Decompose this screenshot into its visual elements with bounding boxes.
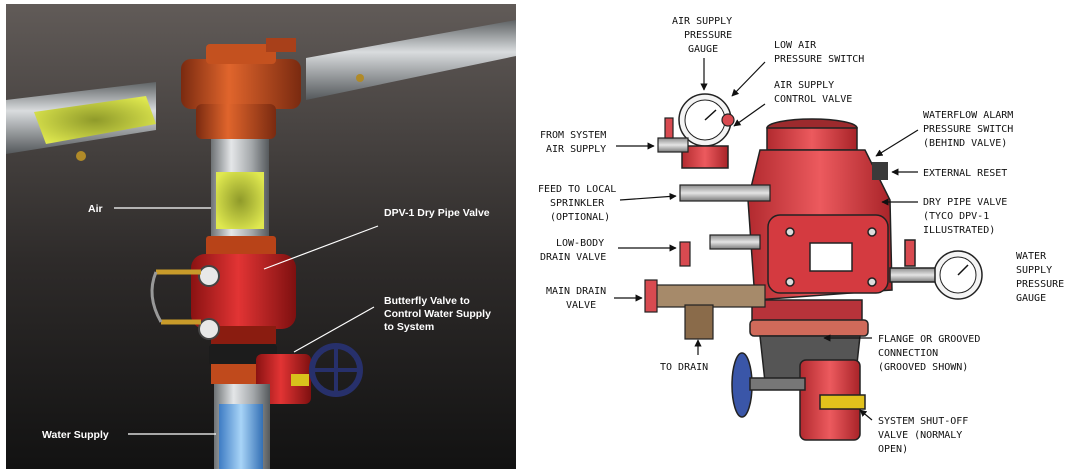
label-water-supply: Water Supply (42, 429, 216, 441)
label-waterflow-alarm: WATERFLOW ALARM PRESSURE SWITCH (BEHIND … (875, 110, 1013, 157)
svg-text:PRESSURE: PRESSURE (684, 30, 732, 41)
svg-text:FROM SYSTEM: FROM SYSTEM (540, 130, 606, 141)
label-dpv: DPV-1 Dry Pipe Valve (263, 207, 490, 270)
label-low-body-drain: LOW-BODY DRAIN VALVE (540, 238, 677, 263)
label-main-drain: MAIN DRAIN VALVE (546, 286, 643, 311)
svg-text:AIR SUPPLY: AIR SUPPLY (774, 80, 834, 91)
svg-text:PRESSURE SWITCH: PRESSURE SWITCH (923, 124, 1013, 135)
dry-pipe-riser-render: Air DPV-1 Dry Pipe Valve Butterfly Valve… (6, 4, 516, 469)
svg-text:Water Supply: Water Supply (42, 429, 109, 441)
label-air-supply-gauge: AIR SUPPLY PRESSURE GAUGE (672, 16, 732, 91)
label-low-air-switch: LOW AIR PRESSURE SWITCH (731, 40, 864, 97)
svg-text:(TYCO DPV-1: (TYCO DPV-1 (923, 211, 989, 222)
svg-text:(OPTIONAL): (OPTIONAL) (550, 212, 610, 223)
svg-text:FLANGE OR GROOVED: FLANGE OR GROOVED (878, 334, 980, 345)
svg-text:GAUGE: GAUGE (1016, 293, 1046, 304)
label-shut-off: SYSTEM SHUT-OFF VALVE (NORMALY OPEN) (859, 409, 968, 455)
svg-text:(BEHIND VALVE): (BEHIND VALVE) (923, 138, 1007, 149)
svg-text:SYSTEM SHUT-OFF: SYSTEM SHUT-OFF (878, 416, 968, 427)
water-cutaway (219, 404, 263, 469)
shut-off-handwheel (731, 352, 753, 418)
svg-text:Air: Air (88, 203, 103, 215)
svg-text:(GROOVED SHOWN): (GROOVED SHOWN) (878, 362, 968, 373)
svg-text:AIR SUPPLY: AIR SUPPLY (672, 16, 732, 27)
label-dry-pipe-valve: DRY PIPE VALVE (TYCO DPV-1 ILLUSTRATED) (881, 197, 1007, 236)
dry-pipe-valve-body (747, 118, 893, 383)
svg-text:GAUGE: GAUGE (688, 44, 718, 55)
label-from-system-air: FROM SYSTEM AIR SUPPLY (540, 130, 655, 155)
svg-text:WATER: WATER (1016, 251, 1047, 262)
svg-text:EXTERNAL RESET: EXTERNAL RESET (923, 168, 1007, 179)
svg-text:VALVE: VALVE (566, 300, 596, 311)
system-shut-off-valve (731, 352, 866, 441)
svg-text:VALVE (NORMALY: VALVE (NORMALY (878, 430, 962, 441)
label-water-supply-gauge: WATER SUPPLY PRESSURE GAUGE (1016, 251, 1064, 304)
svg-text:DPV-1 Dry Pipe Valve: DPV-1 Dry Pipe Valve (384, 207, 490, 219)
svg-text:CONNECTION: CONNECTION (878, 348, 938, 359)
svg-text:MAIN DRAIN: MAIN DRAIN (546, 286, 606, 297)
svg-text:LOW AIR: LOW AIR (774, 40, 817, 51)
horizontal-main-pipe (6, 20, 516, 161)
svg-text:Control Water Supply: Control Water Supply (384, 308, 491, 320)
svg-text:ILLUSTRATED): ILLUSTRATED) (923, 225, 995, 236)
dpv-1-valve (150, 236, 296, 344)
water-supply-pressure-gauge (889, 239, 983, 300)
svg-text:AIR SUPPLY: AIR SUPPLY (546, 144, 606, 155)
air-cutaway-horizontal (34, 96, 156, 144)
svg-text:DRY PIPE VALVE: DRY PIPE VALVE (923, 197, 1007, 208)
svg-text:SUPPLY: SUPPLY (1016, 265, 1052, 276)
svg-text:SPRINKLER: SPRINKLER (550, 198, 605, 209)
tee-fitting (181, 38, 301, 139)
svg-text:TO DRAIN: TO DRAIN (660, 362, 708, 373)
svg-text:to System: to System (384, 321, 434, 333)
svg-text:DRAIN VALVE: DRAIN VALVE (540, 252, 606, 263)
label-to-drain: TO DRAIN (660, 339, 708, 373)
svg-text:OPEN): OPEN) (878, 444, 908, 455)
svg-text:FEED TO LOCAL: FEED TO LOCAL (538, 184, 616, 195)
air-supply-pressure-gauge (678, 93, 732, 169)
label-butterfly: Butterfly Valve to Control Water Supply … (293, 295, 491, 353)
external-reset-knob (872, 162, 888, 180)
label-air: Air (88, 203, 211, 215)
trim-piping (644, 113, 771, 340)
air-cutaway-vertical (216, 172, 264, 229)
svg-text:Butterfly Valve to: Butterfly Valve to (384, 295, 470, 307)
grooved-flange (749, 319, 869, 337)
svg-text:PRESSURE: PRESSURE (1016, 279, 1064, 290)
label-flange: FLANGE OR GROOVED CONNECTION (GROOVED SH… (823, 334, 980, 373)
label-feed-local: FEED TO LOCAL SPRINKLER (OPTIONAL) (538, 184, 677, 223)
dry-pipe-valve-sketch: AIR SUPPLY PRESSURE GAUGE LOW AIR PRESSU… (538, 16, 1064, 455)
label-external-reset: EXTERNAL RESET (891, 168, 1007, 179)
label-air-supply-control: AIR SUPPLY CONTROL VALVE (733, 80, 852, 127)
svg-text:CONTROL VALVE: CONTROL VALVE (774, 94, 852, 105)
svg-text:LOW-BODY: LOW-BODY (556, 238, 604, 249)
svg-text:WATERFLOW ALARM: WATERFLOW ALARM (923, 110, 1013, 121)
svg-text:PRESSURE SWITCH: PRESSURE SWITCH (774, 54, 864, 65)
